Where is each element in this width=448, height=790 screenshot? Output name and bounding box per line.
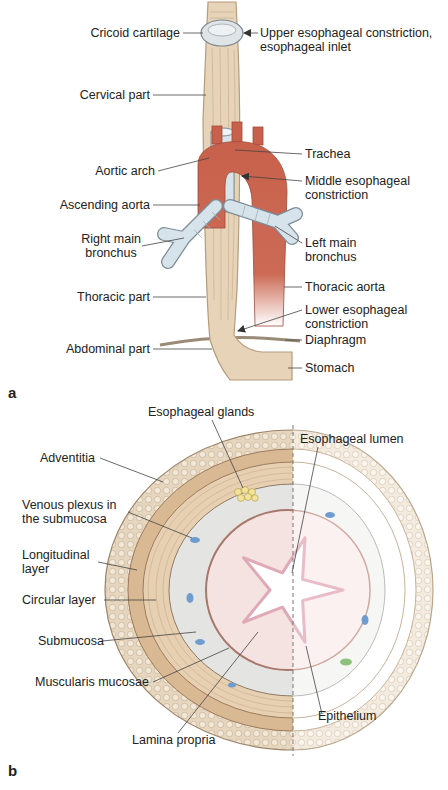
panel-letter: a <box>8 384 28 402</box>
part-label: Esophageal glands <box>148 405 278 419</box>
part-label: Thoracic aorta <box>305 280 425 294</box>
part-label: Adventitia <box>40 451 120 465</box>
part-label: Circular layer <box>22 593 112 607</box>
part-label: Venous plexus in the submucosa <box>22 498 137 526</box>
part-label: Middle esophageal constriction <box>305 174 435 202</box>
part-label: Right main bronchus <box>72 232 150 260</box>
esophageal-glands <box>235 487 259 502</box>
part-label: Lamina propria <box>132 733 242 747</box>
part-label: Upper esophageal constriction, esophagea… <box>260 26 448 54</box>
part-label: Esophageal lumen <box>300 432 440 446</box>
cricoid-cartilage <box>201 20 243 46</box>
part-label: Stomach <box>305 361 405 375</box>
part-label: Ascending aorta <box>40 198 150 212</box>
part-label: Abdominal part <box>40 342 150 356</box>
part-label: Diaphragm <box>305 333 405 347</box>
part-label: Lower esophageal constriction <box>305 303 435 331</box>
panel-letter: b <box>8 762 28 780</box>
leader-lines-a <box>142 33 302 368</box>
part-label: Submucosa <box>38 634 118 648</box>
part-label: Longitudinal layer <box>22 548 102 576</box>
part-label: Muscularis mucosae <box>35 675 165 689</box>
part-label: Left main bronchus <box>305 236 380 264</box>
part-label: Thoracic part <box>40 290 150 304</box>
part-label: Cervical part <box>40 88 150 102</box>
part-label: Cricoid cartilage <box>60 26 180 40</box>
part-label: Trachea <box>305 147 405 161</box>
cross-section-detailed <box>105 430 293 750</box>
bronchi <box>164 206 296 262</box>
part-label: Epithelium <box>318 709 418 723</box>
divider-line <box>293 425 294 756</box>
part-label: Aortic arch <box>45 164 155 178</box>
cross-section-outline <box>293 430 433 750</box>
